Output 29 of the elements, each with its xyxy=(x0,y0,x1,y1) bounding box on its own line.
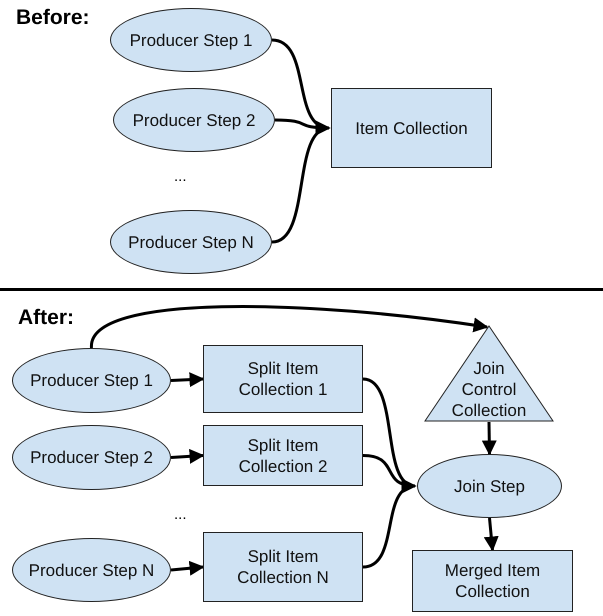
arrow xyxy=(170,560,204,576)
node-label: Join Step xyxy=(454,476,525,496)
process-box xyxy=(203,532,363,602)
arrow xyxy=(170,448,204,464)
node-label: Producer Step N xyxy=(128,232,254,252)
node-label: Split Item Collection N xyxy=(236,546,330,588)
process-box xyxy=(412,550,573,612)
process-box xyxy=(331,88,492,168)
arrow xyxy=(482,422,497,456)
arrow xyxy=(90,305,488,348)
node-label: Item Collection xyxy=(355,118,468,138)
node-label: Split Item Collection 2 xyxy=(238,434,328,476)
section-heading: Before: xyxy=(16,6,90,30)
node-label: Split Item Collection 1 xyxy=(238,358,328,400)
section-heading: After: xyxy=(18,306,74,330)
arrow xyxy=(170,372,204,388)
process-box xyxy=(203,425,363,486)
arrow xyxy=(362,481,416,568)
node-label: Producer Step 1 xyxy=(30,370,153,391)
node-label: Producer Step N xyxy=(28,560,154,580)
arrow xyxy=(484,518,499,552)
ellipsis-text: ... xyxy=(174,168,187,185)
ellipsis-text: ... xyxy=(174,506,187,523)
node-label: Producer Step 1 xyxy=(130,30,252,50)
process-box xyxy=(203,345,363,413)
node-label: Join Control Collection xyxy=(450,358,528,421)
node-label: Producer Step 2 xyxy=(132,110,256,130)
node-label: Producer Step 2 xyxy=(30,447,153,468)
node-label: Merged Item Collection xyxy=(444,560,542,602)
